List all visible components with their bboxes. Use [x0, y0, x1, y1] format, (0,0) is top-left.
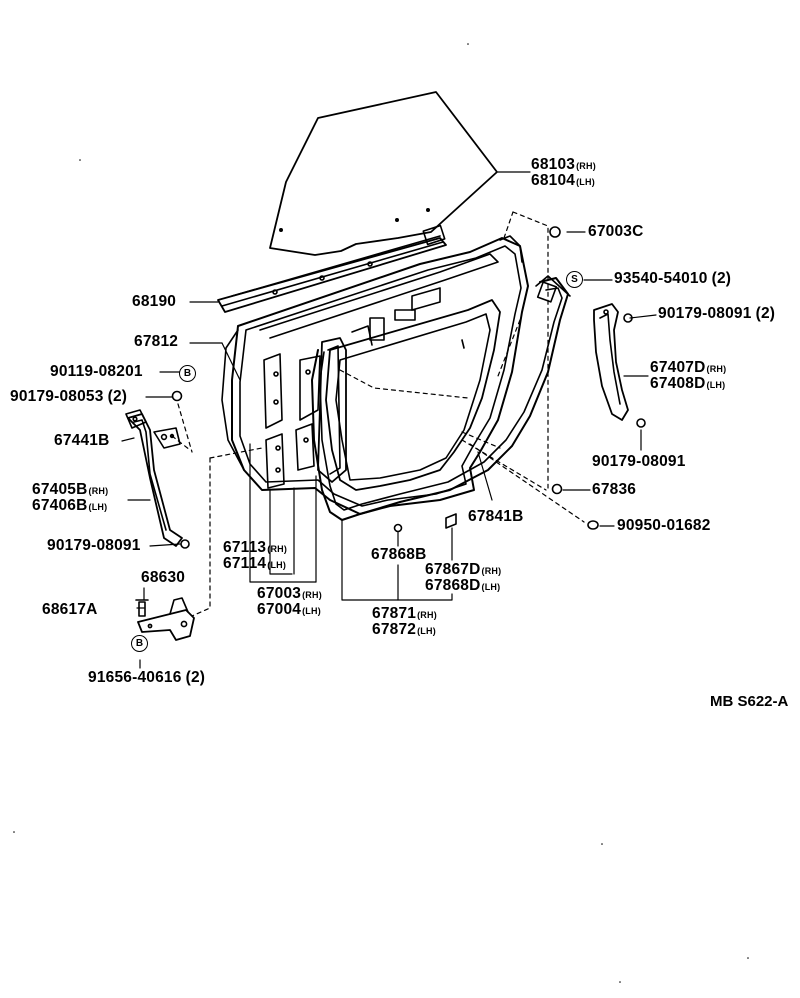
- part-number: 68103: [531, 156, 576, 173]
- label-68103: 68103(RH): [531, 157, 596, 173]
- label-90179-bottom: 90179-08091: [592, 453, 686, 470]
- door-check: [126, 410, 182, 546]
- side-rh: (RH): [706, 364, 727, 374]
- label-68104: 68104(LH): [531, 173, 595, 189]
- label-67004: 67004(LH): [257, 602, 321, 618]
- side-lh: (LH): [576, 177, 595, 187]
- label-67003c: 67003C: [588, 223, 644, 240]
- label-67003: 67003(RH): [257, 586, 322, 602]
- part-number: 67872: [372, 621, 417, 638]
- door-glass: [270, 92, 497, 255]
- label-67408d: 67408D(LH): [650, 376, 725, 392]
- label-90179-08053: 90179-08053(2): [10, 389, 127, 405]
- side-rh: (RH): [267, 544, 288, 554]
- side-lh: (LH): [267, 560, 287, 570]
- scan-dots: [13, 43, 749, 983]
- upper-hinge-67441B: [154, 428, 180, 448]
- side-lh: (LH): [706, 380, 726, 390]
- part-number: 91656-40616: [88, 669, 182, 686]
- side-rh: (RH): [88, 486, 109, 496]
- label-67868d: 67868D(LH): [425, 578, 500, 594]
- part-number: 90179-08091: [658, 305, 752, 322]
- bolt-marker-badge: B: [179, 365, 196, 382]
- glass-run-channel: [218, 226, 446, 312]
- part-number: 67408D: [650, 375, 706, 392]
- reference-code: MB S622-A: [710, 693, 789, 710]
- quantity: (2): [185, 669, 206, 686]
- label-67841b: 67841B: [468, 508, 524, 525]
- part-number: 90179-08053: [10, 388, 104, 405]
- part-number: 67868D: [425, 577, 481, 594]
- label-67812: 67812: [134, 333, 179, 350]
- label-67405b: 67405B(RH): [32, 482, 108, 498]
- lower-hinge-68630: [138, 598, 194, 640]
- quantity: (2): [711, 270, 732, 287]
- label-93540: 93540-54010(2): [614, 271, 731, 287]
- bolt-marker-badge-lower: B: [131, 635, 148, 652]
- part-number: 68104: [531, 172, 576, 189]
- label-68630: 68630: [141, 569, 186, 586]
- side-lh: (LH): [481, 582, 501, 592]
- side-lh: (LH): [88, 502, 108, 512]
- side-rh: (RH): [481, 566, 502, 576]
- dashed-lines: [172, 212, 584, 616]
- label-67872: 67872(LH): [372, 622, 436, 638]
- side-lh: (LH): [302, 606, 321, 616]
- part-number: 67871: [372, 605, 417, 622]
- label-67836: 67836: [592, 481, 637, 498]
- fasteners: [173, 227, 646, 548]
- part-number: 67113: [223, 539, 267, 556]
- side-lh: (LH): [417, 626, 436, 636]
- label-90179-check: 90179-08091: [47, 537, 141, 554]
- label-68190: 68190: [132, 293, 177, 310]
- side-rh: (RH): [302, 590, 322, 600]
- screw-marker-badge: S: [566, 271, 583, 288]
- label-67406b: 67406B(LH): [32, 498, 107, 514]
- leader-lines: [122, 172, 656, 668]
- side-rh: (RH): [576, 161, 596, 171]
- part-number: 67867D: [425, 561, 481, 578]
- label-90119: 90119-08201: [50, 363, 143, 380]
- side-rh: (RH): [417, 610, 437, 620]
- label-67407d: 67407D(RH): [650, 360, 726, 376]
- part-number: 67406B: [32, 497, 88, 514]
- part-number: 67003: [257, 585, 302, 602]
- door-weatherstrip: [312, 276, 570, 520]
- label-67868b: 67868B: [371, 546, 427, 563]
- label-91656: 91656-40616(2): [88, 670, 205, 686]
- part-number: 67405B: [32, 481, 88, 498]
- label-90950: 90950-01682: [617, 517, 711, 534]
- label-90179-top: 90179-08091(2): [658, 306, 775, 322]
- part-number: 67407D: [650, 359, 706, 376]
- quantity: (2): [755, 305, 776, 322]
- quantity: (2): [107, 388, 128, 405]
- label-67867d: 67867D(RH): [425, 562, 501, 578]
- label-67871: 67871(RH): [372, 606, 437, 622]
- hinge-pin-68617A: [136, 600, 148, 616]
- label-67114: 67114(LH): [223, 556, 286, 572]
- part-number: 67004: [257, 601, 302, 618]
- part-number: 93540-54010: [614, 270, 708, 287]
- label-68617a: 68617A: [42, 601, 98, 618]
- part-number: 67114: [223, 555, 267, 572]
- label-67113: 67113(RH): [223, 540, 287, 556]
- window-channel: [594, 304, 628, 420]
- door-shell: [222, 236, 528, 514]
- label-67441b: 67441B: [54, 432, 110, 449]
